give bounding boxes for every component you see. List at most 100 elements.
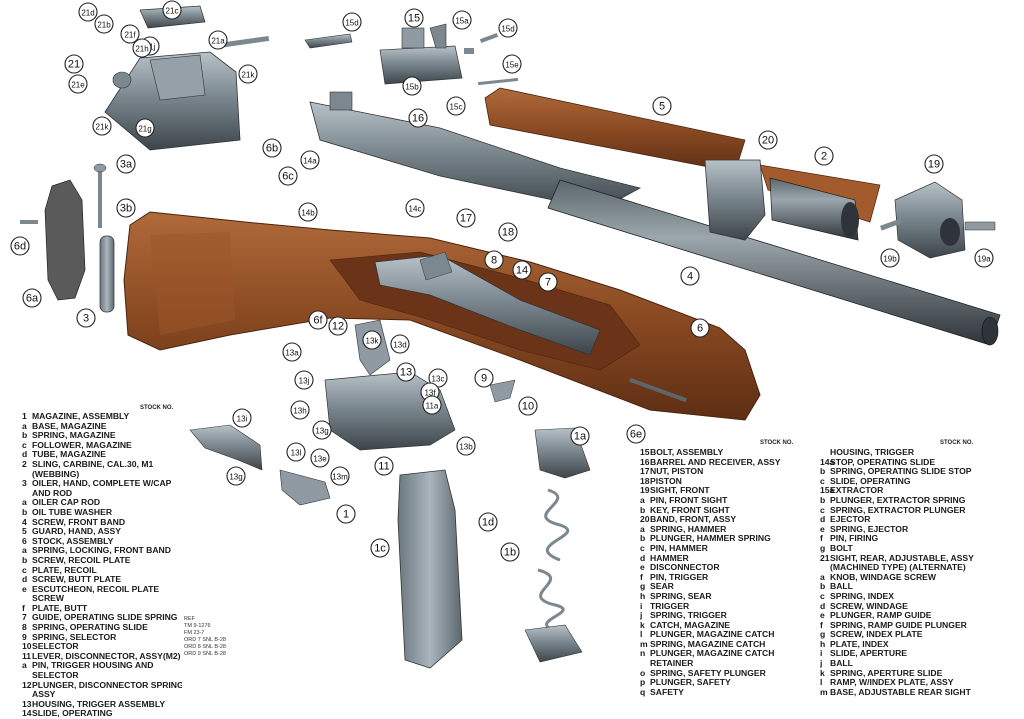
part-list-item: (MACHINED TYPE) (ALTERNATE) [820,563,1016,573]
part-number: j [820,659,823,669]
part-number: e [820,611,825,621]
callout-circle [512,260,532,280]
hand-guard [484,87,746,173]
callout-label: 6e [630,429,642,441]
part-list-item: 21SIGHT, REAR, ADJUSTABLE, ASSY [820,554,1016,564]
part-name: (WEBBING) [32,469,80,479]
part-name: SPRING, OPERATING SLIDE [32,623,148,633]
callout: 21k [92,116,112,136]
part-name: HOUSING, TRIGGER ASSEMBLY [32,699,166,709]
callout: 11 [374,456,394,476]
part-list-item: 16BARREL AND RECEIVER, ASSY [640,458,808,468]
part-name: SPRING, SAFETY PLUNGER [650,668,766,678]
part-name: SCREW [32,594,64,604]
callout: 1d [478,512,498,532]
callout: 6f [308,310,328,330]
callout: 13 [396,362,416,382]
part-name: PLUNGER, EXTRACTOR SPRING [830,495,966,505]
part-list-item: SCREW [22,594,182,604]
oiler [93,163,115,313]
callout-label: 14b [301,209,315,218]
callout-label: 21d [81,9,94,18]
part-number: g [820,630,826,640]
part-number: 8 [22,623,27,633]
callout-label: 6c [282,171,294,183]
stock-no-header: STOCK NO. [940,440,974,446]
callout-label: 19b [883,255,897,264]
callout: 12 [328,316,348,336]
part-name: RETAINER [650,659,694,669]
part-name: GUARD, HAND, ASSY [32,527,121,537]
part-number: c [640,543,645,553]
part-name: DISCONNECTOR [650,563,720,573]
part-number: m [640,639,648,649]
part-name: HAMMER [650,553,689,563]
callout: 11a [422,395,442,415]
callout-label: 15d [501,25,514,34]
callout-circle [92,116,112,136]
callout-circle [478,512,498,532]
callout: 15d [498,18,518,38]
callout-label: 16 [412,113,424,125]
part-name: CATCH, MAGAZINE [650,620,731,630]
part-number: p [640,678,646,688]
callout: 1a [570,426,590,446]
part-name: SCREW, RECOIL PLATE [32,555,131,565]
part-list-item: 18PISTON [640,477,808,487]
callout-label: 6f [313,315,323,327]
part-list-item: 17NUT, PISTON [640,467,808,477]
part-number: l [820,678,823,688]
ref-line: ORD 7 SNL B-28 [184,637,226,643]
part-name: BALL [830,582,853,592]
callout-circle [238,64,258,84]
part-name: SLING, CARBINE, CAL.30, M1 [32,459,154,469]
callout-label: 13l [291,449,302,458]
ref-line: TM 9-1276 [184,623,211,629]
callout-circle [390,334,410,354]
callout: 15 [404,8,424,28]
callout-circle [298,202,318,222]
callout-circle [120,24,140,44]
part-name: RAMP, W/INDEX PLATE, ASSY [830,678,954,688]
part-number: b [820,467,826,477]
ref-line: REF [184,616,195,622]
callout-label: 21b [97,21,111,30]
part-number: h [820,639,826,649]
callout: 10 [518,396,538,416]
part-list-item: HOUSING, TRIGGER [820,448,1016,458]
part-name: SELECTOR [32,671,79,681]
callout-circle [10,236,30,256]
part-number: h [640,591,646,601]
callout: 13e [310,448,330,468]
callout: 13j [294,370,314,390]
part-name: SCREW, FRONT BAND [32,517,126,527]
part-name: EXTRACTOR [830,486,884,496]
callout: 17 [456,208,476,228]
part-number: b [820,582,826,592]
part-name: LEVER, DISCONNECTOR, ASSY(M2) [32,651,181,661]
callout: 19 [924,154,944,174]
callout-circle [518,396,538,416]
callout-label: 9 [481,373,487,385]
part-number: 19 [640,486,650,496]
part-number: c [820,505,825,515]
